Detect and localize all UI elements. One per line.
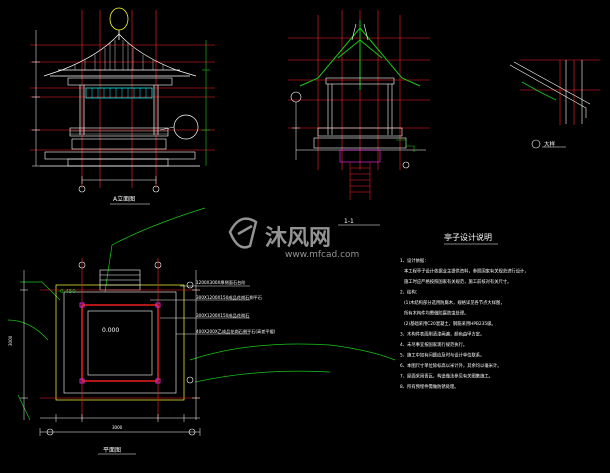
section-drawing — [288, 10, 430, 226]
notes-line: (1)木结构部分选用防腐木，规格详见各节点大样图， — [404, 299, 505, 306]
plan-callout-4: 400X200X乙成品花岗石侧平石(高差平缓) — [196, 328, 276, 335]
notes-line: (2)基础采用C20混凝土，钢筋采用HPB235级。 — [404, 320, 496, 327]
watermark-url: www.mfcad.com — [285, 250, 359, 260]
notes-line: 6、本图尺寸单位除标高以米计外，其余均以毫米计。 — [400, 362, 502, 369]
notes-list: 1、设计依据： 本工程亭子设计依据业主提供资料，参照国家有关规范进行设计， 施工时应… — [400, 257, 529, 390]
notes-line: 5、施工中如有问题应及时与设计单位联系。 — [400, 352, 484, 359]
detail-title: 大样 — [544, 140, 556, 148]
notes-line: 本工程亭子设计依据业主提供资料，参照国家有关规范进行设计， — [404, 268, 529, 275]
notes-line: 所有木构件均需做防腐防虫处理。 — [404, 310, 468, 317]
notes-line: 2、结构： — [400, 289, 420, 296]
plan-callout-3: 300X1200X150成品花岗石 — [196, 312, 249, 319]
plan-title: 平面图 — [103, 447, 121, 454]
elevation-drawing — [30, 7, 215, 205]
notes-line: 7、屋面采用青瓦，构造做法参见有关图集施工。 — [400, 373, 493, 380]
detail-drawing — [509, 59, 600, 149]
notes-line: 1、设计依据： — [400, 257, 429, 264]
section-marker: 1-1 — [344, 218, 354, 225]
notes-line: 施工时应严格按照国家有关规范，施工前核对有关尺寸。 — [404, 278, 511, 285]
plan-dimension-side: 3000 — [8, 335, 13, 346]
notes-line: 4、未尽事宜按国家现行规范执行。 — [400, 341, 467, 348]
level-minus-label: -0.450 — [58, 289, 76, 295]
notes-line: 3、木构件表面刷清漆两遍，颜色由甲方定。 — [400, 331, 484, 338]
notes-line: 8、所有预埋件需做防锈处理。 — [400, 383, 459, 390]
plan-dimension-bottom: 3000 — [112, 425, 123, 430]
plan-callout-1: 1200X300X厚侧面石台阶 — [196, 279, 246, 286]
notes-title: 亭子设计说明 — [444, 232, 492, 242]
watermark: 沐风网 www.mfcad.com — [228, 217, 359, 260]
elevation-title: A立面图 — [113, 195, 135, 203]
level-zero-label: 0.000 — [102, 327, 119, 334]
watermark-text: 沐风网 — [265, 226, 331, 251]
plan-drawing — [7, 207, 396, 455]
plan-callout-2: 300X1200X150成品花岗石侧平石 — [196, 294, 262, 301]
watermark-logo — [228, 217, 258, 249]
